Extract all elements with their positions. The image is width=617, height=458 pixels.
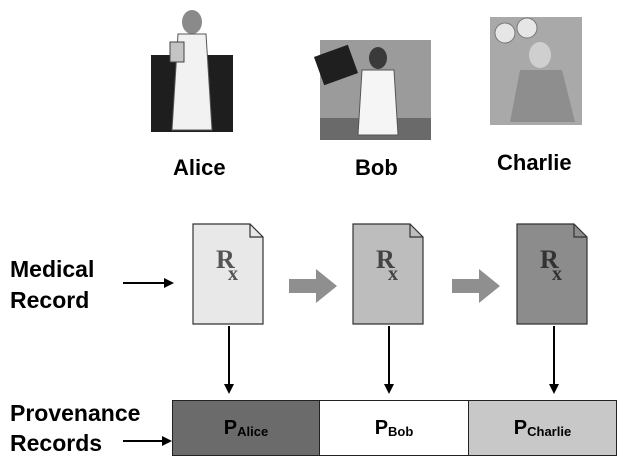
actor-name-alice: Alice [173,155,226,180]
medical-record-doc-alice [192,223,264,325]
bob-doctor-illustration [313,40,431,140]
alice-doctor-illustration [151,10,233,132]
medical-record-label-line2: Record [10,287,90,313]
provenance-symbol: P [374,416,389,439]
rx-icon: R x [216,245,238,285]
flow-arrow [289,269,337,303]
actor-name-charlie: Charlie [497,150,572,175]
provenance-subscript: Bob [388,423,414,439]
rx-icon: R x [540,245,562,285]
provenance-subscript: Charlie [527,423,572,439]
svg-text:R: R [540,245,559,274]
flow-arrow [452,269,500,303]
medical-record-doc-charlie [516,223,588,325]
provenance-symbol: P [223,416,238,439]
svg-text:R: R [216,245,235,274]
svg-text:R: R [376,245,395,274]
svg-text:x: x [552,263,562,285]
provenance-symbol: P [513,416,528,439]
medical-record-doc-bob [352,223,424,325]
actor-name-bob: Bob [355,155,398,180]
provenance-records-label-line2: Records [10,430,103,456]
rx-icon: R x [376,245,398,285]
svg-text:x: x [228,263,238,285]
svg-text:x: x [388,263,398,285]
provenance-subscript: Alice [237,423,269,439]
medical-record-label-line1: Medical [10,256,95,282]
provenance-records-label-line1: Provenance [10,400,141,426]
charlie-surgeon-illustration [490,17,582,125]
